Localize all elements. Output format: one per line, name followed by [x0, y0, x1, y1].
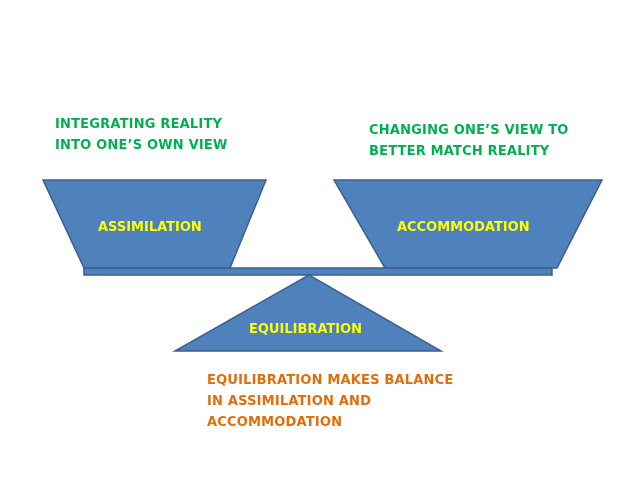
balance-beam: [83, 267, 553, 276]
assimilation-label: ASSIMILATION: [98, 220, 202, 235]
equilibration-triangle: [172, 274, 444, 352]
equilibration-label: EQUILIBRATION: [249, 322, 362, 337]
equilibration-caption-line: IN ASSIMILATION AND: [207, 394, 372, 409]
assimilation-caption-line: INTEGRATING REALITY: [55, 117, 223, 132]
accommodation-caption-line: BETTER MATCH REALITY: [369, 144, 550, 159]
accommodation-caption-line: CHANGING ONE’S VIEW TO: [369, 123, 569, 138]
accommodation-trapezoid: [332, 179, 604, 269]
accommodation-label: ACCOMMODATION: [397, 220, 530, 235]
equilibration-caption-line: ACCOMMODATION: [207, 415, 343, 430]
assimilation-caption-line: INTO ONE’S OWN VIEW: [55, 138, 228, 153]
equilibration-caption-line: EQUILIBRATION MAKES BALANCE: [207, 373, 454, 388]
assimilation-caption: INTEGRATING REALITY INTO ONE’S OWN VIEW: [55, 114, 228, 156]
equilibration-caption: EQUILIBRATION MAKES BALANCE IN ASSIMILAT…: [207, 370, 453, 433]
accommodation-caption: CHANGING ONE’S VIEW TO BETTER MATCH REAL…: [369, 120, 569, 162]
